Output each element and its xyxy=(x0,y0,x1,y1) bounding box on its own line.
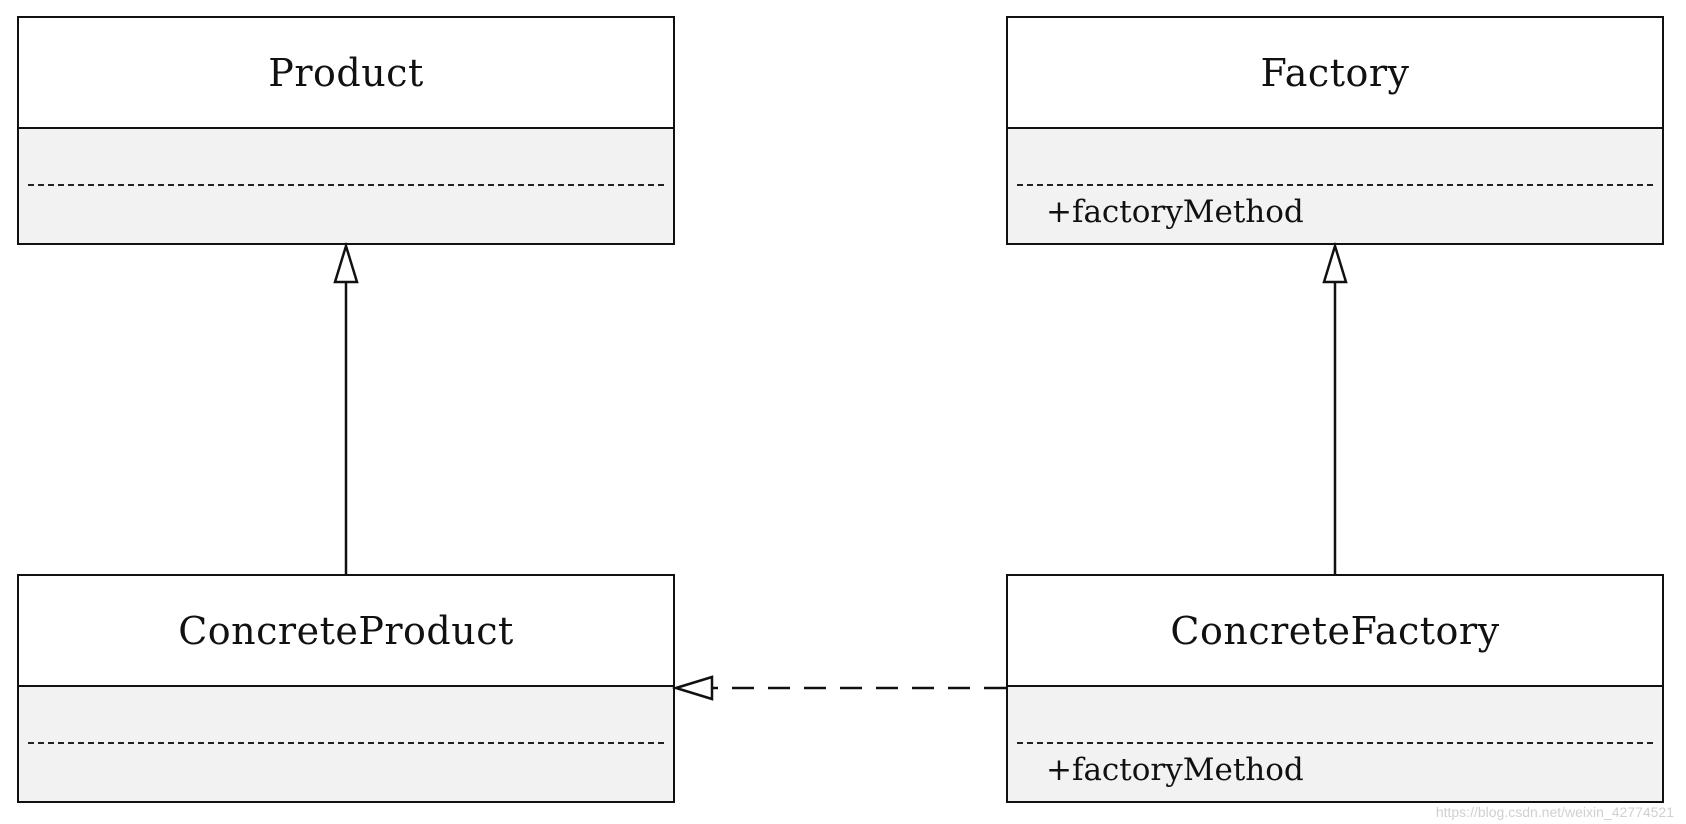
class-box-concrete-product: ConcreteProduct xyxy=(17,574,675,803)
compartment-divider xyxy=(28,742,664,744)
compartment-divider xyxy=(1017,742,1653,744)
class-name: Factory xyxy=(1008,18,1662,129)
class-attributes xyxy=(19,129,673,186)
class-attributes xyxy=(1008,129,1662,186)
class-operations: +factoryMethod xyxy=(1046,194,1304,230)
class-name: Product xyxy=(19,18,673,129)
watermark: https://blog.csdn.net/weixin_42774521 xyxy=(1435,804,1674,820)
class-box-concrete-factory: ConcreteFactory +factoryMethod xyxy=(1006,574,1664,803)
compartment-divider xyxy=(1017,184,1653,186)
generalization-arrowhead-factory xyxy=(1322,241,1348,284)
class-box-product: Product xyxy=(17,16,675,245)
generalization-arrowhead-product xyxy=(333,241,359,284)
compartment-divider xyxy=(28,184,664,186)
class-name: ConcreteFactory xyxy=(1008,576,1662,687)
realization-arrowhead xyxy=(671,675,714,701)
class-name: ConcreteProduct xyxy=(19,576,673,687)
class-box-factory: Factory +factoryMethod xyxy=(1006,16,1664,245)
class-attributes xyxy=(1008,687,1662,744)
class-attributes xyxy=(19,687,673,744)
class-operations: +factoryMethod xyxy=(1046,752,1304,788)
